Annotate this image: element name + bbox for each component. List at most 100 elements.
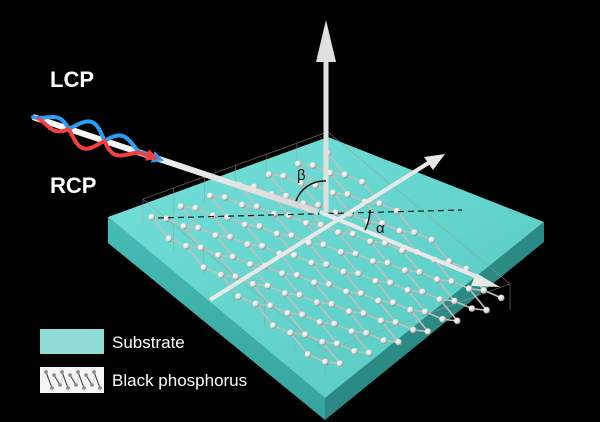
phosphorus-atom	[270, 322, 277, 329]
phosphorus-atom	[351, 348, 358, 355]
phosphorus-atom	[311, 279, 318, 286]
legend-chain-atom	[60, 370, 64, 374]
phosphorus-atom	[370, 258, 377, 265]
phosphorus-atom	[338, 249, 345, 256]
phosphorus-atom	[192, 205, 199, 212]
phosphorus-atom	[337, 360, 344, 367]
phosphorus-atom	[332, 209, 339, 216]
legend-chain-atom	[44, 370, 48, 374]
phosphorus-atom	[266, 171, 273, 178]
phosphorus-atom	[224, 214, 231, 221]
legend-chain-atom	[98, 386, 102, 390]
legend-black-phosphorus-label: Black phosphorus	[112, 371, 247, 390]
phosphorus-atom	[242, 221, 249, 228]
phosphorus-atom	[227, 234, 234, 241]
phosphorus-atom	[200, 264, 207, 271]
axis-arrowhead-vertical	[316, 20, 336, 62]
phosphorus-atom	[393, 319, 400, 326]
phosphorus-atom	[449, 278, 456, 285]
phosphorus-atom	[437, 296, 444, 303]
phosphorus-atom	[280, 173, 287, 180]
phosphorus-atom	[285, 310, 292, 317]
phosphorus-atom	[429, 237, 436, 244]
phosphorus-atom	[334, 340, 341, 347]
phosphorus-atom	[434, 276, 441, 283]
phosphorus-atom	[256, 223, 263, 230]
phosphorus-atom	[314, 299, 321, 306]
beta-label: β	[297, 167, 306, 184]
phosphorus-atom	[330, 189, 337, 196]
phosphorus-atom	[358, 290, 365, 297]
phosphorus-atom	[402, 267, 409, 274]
phosphorus-atom	[247, 261, 254, 268]
phosphorus-atom	[291, 252, 298, 259]
legend-chain-atom	[74, 383, 78, 387]
alpha-label: α	[376, 220, 385, 237]
phosphorus-atom	[287, 330, 294, 337]
phosphorus-atom	[469, 305, 476, 312]
phosphorus-atom	[326, 281, 333, 288]
phosphorus-atom	[305, 351, 312, 358]
phosphorus-atom	[483, 307, 490, 314]
legend-chain-atom	[50, 386, 54, 390]
phosphorus-atom	[279, 270, 286, 277]
phosphorus-atom	[335, 229, 342, 236]
phosphorus-atom	[215, 252, 222, 259]
phosphorus-atom	[166, 235, 173, 242]
phosphorus-atom	[422, 308, 429, 315]
phosphorus-atom	[425, 328, 432, 335]
phosphorus-atom	[387, 279, 394, 286]
phosphorus-atom	[385, 260, 392, 267]
phosphorus-atom	[183, 243, 190, 250]
phosphorus-atom	[466, 285, 473, 292]
legend-chain-atom	[66, 386, 70, 390]
phosphorus-atom	[299, 311, 306, 318]
phosphorus-atom	[344, 191, 351, 198]
phosphorus-atom	[286, 212, 293, 219]
phosphorus-atom	[210, 212, 217, 219]
phosphorus-atom	[366, 350, 373, 357]
phosphorus-atom	[321, 241, 328, 248]
phosphorus-atom	[323, 261, 330, 268]
phosphorus-atom	[378, 317, 385, 324]
phosphorus-atom	[331, 321, 338, 328]
legend-chain-atom	[82, 386, 86, 390]
phosphorus-atom	[309, 260, 316, 267]
legend-chain-atom	[58, 383, 62, 387]
phosphorus-atom	[410, 327, 417, 334]
phosphorus-atom	[343, 288, 350, 295]
phosphorus-atom	[271, 211, 278, 218]
phosphorus-atom	[481, 287, 488, 294]
phosphorus-atom	[373, 278, 380, 285]
phosphorus-atom	[405, 287, 412, 294]
phosphorus-atom	[235, 293, 242, 300]
phosphorus-atom	[198, 244, 205, 251]
phosphorus-atom	[381, 337, 388, 344]
phosphorus-atom	[341, 269, 348, 276]
phosphorus-atom	[178, 203, 185, 210]
phosphorus-atom	[259, 243, 266, 250]
phosphorus-atom	[222, 194, 229, 201]
phosphorus-atom	[350, 231, 357, 238]
phosphorus-atom	[218, 272, 225, 279]
phosphorus-atom	[329, 301, 336, 308]
legend-substrate-swatch	[40, 329, 104, 354]
phosphorus-atom	[363, 330, 370, 337]
phosphorus-atom	[359, 179, 366, 186]
phosphorus-atom	[355, 270, 362, 277]
phosphorus-atom	[288, 232, 295, 239]
phosphorus-atom	[417, 269, 424, 276]
phosphorus-atom	[349, 328, 356, 335]
legend-substrate-label: Substrate	[112, 333, 185, 352]
legend-chain-atom	[92, 370, 96, 374]
phosphorus-atom	[310, 162, 317, 169]
lcp-label: LCP	[50, 67, 94, 92]
phosphorus-atom	[395, 339, 402, 346]
phosphorus-atom	[195, 225, 202, 232]
phosphorus-atom	[419, 289, 426, 296]
phosphorus-atom	[390, 299, 397, 306]
legend-chain-atom	[52, 373, 56, 377]
legend-chain-atom	[84, 373, 88, 377]
